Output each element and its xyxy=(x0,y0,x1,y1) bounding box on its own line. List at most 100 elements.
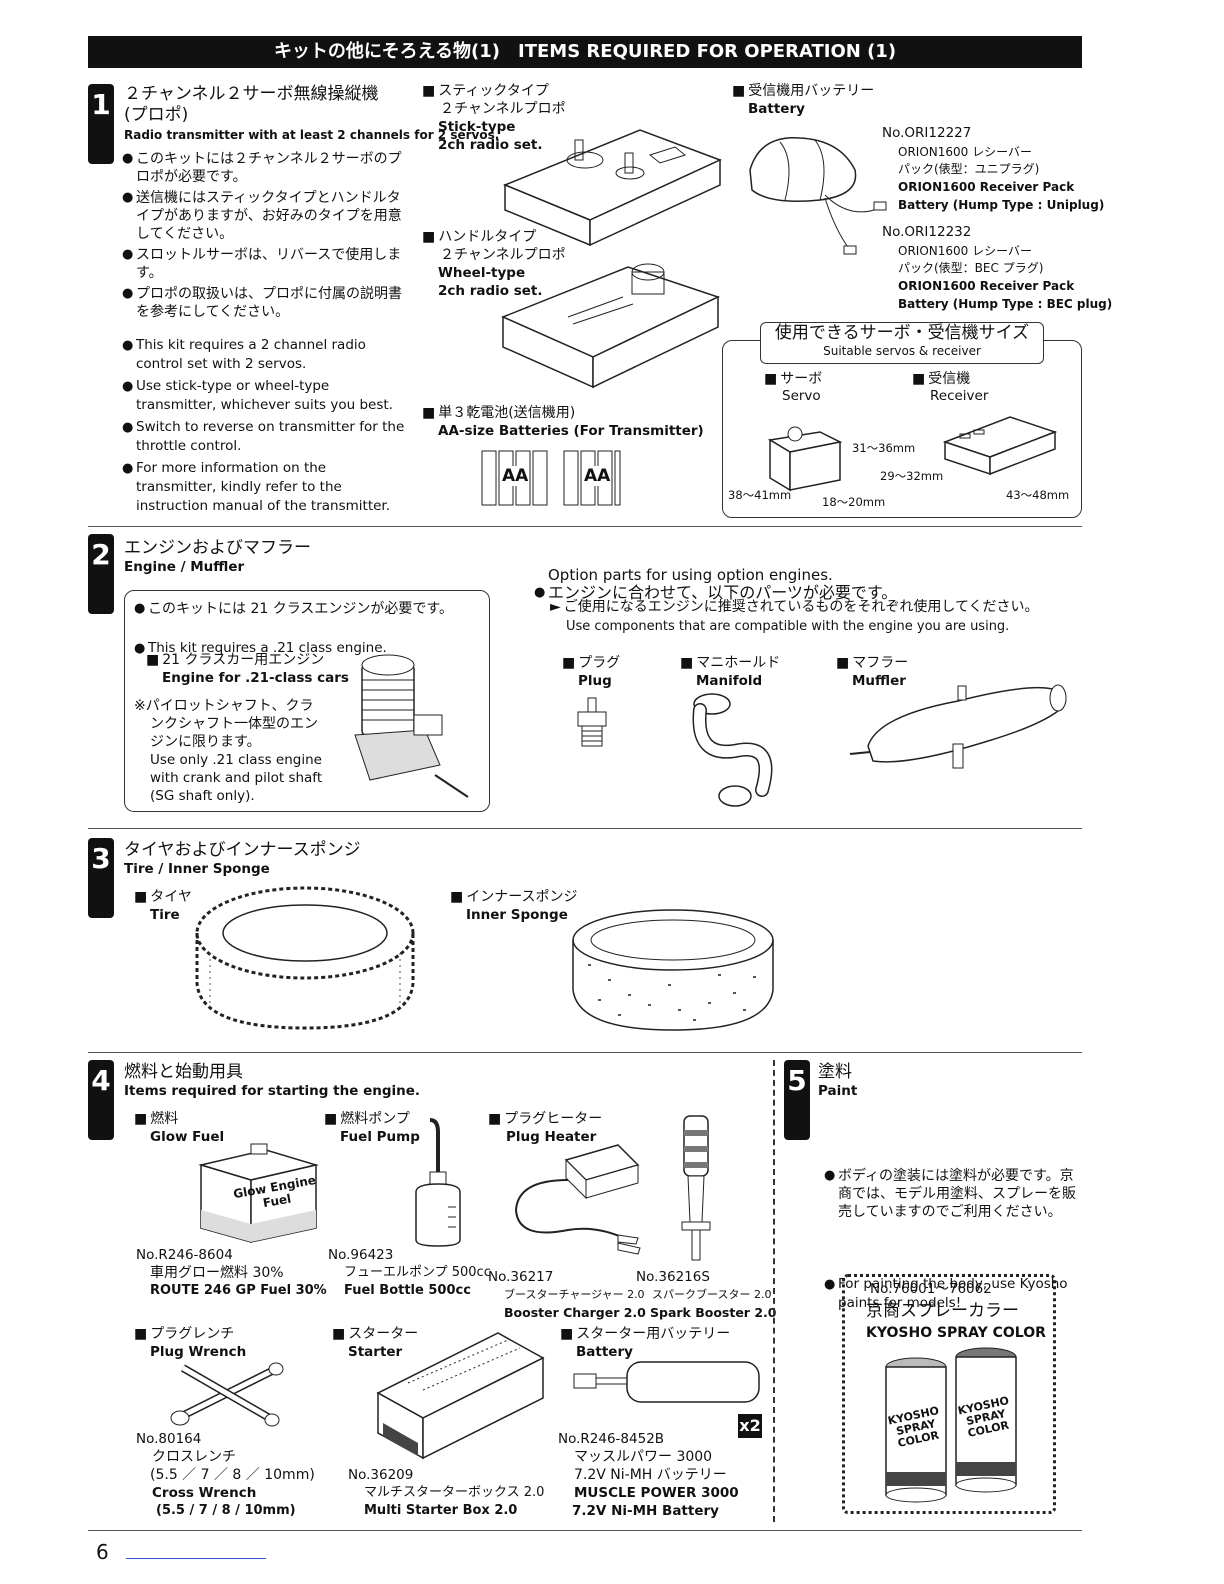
section-number-badge: 3 xyxy=(88,838,114,918)
section-divider xyxy=(88,526,1082,527)
fuel-bottle-illustration xyxy=(408,1112,472,1248)
stick-transmitter-illustration xyxy=(500,125,725,250)
starter-name-jp: マルチスターターボックス 2.0 xyxy=(364,1485,545,1500)
servo-label: サーボ xyxy=(764,370,822,388)
pack1-name-en: ORION1600 Receiver Pack xyxy=(898,180,1075,194)
receiver-battery-label: 受信機用バッテリー xyxy=(732,82,874,100)
wrench-en: Plug Wrench xyxy=(150,1344,247,1360)
note-item: This kit requires a 2 channel radio cont… xyxy=(122,336,410,374)
pack2-name-jp: ORION1600 レシーバー xyxy=(898,244,1032,258)
muffler-en: Muffler xyxy=(852,673,906,689)
starter-battery-en: Battery xyxy=(576,1344,633,1360)
tire-illustration xyxy=(190,878,420,1038)
fuel-name-en: ROUTE 246 GP Fuel 30% xyxy=(150,1283,327,1298)
section-title-en: Engine / Muffler xyxy=(124,559,245,575)
servo-width-dim: 18〜20mm xyxy=(822,495,886,509)
section-divider-vertical xyxy=(773,1060,775,1522)
stick-type-en: Stick-type xyxy=(438,119,516,135)
wheel-transmitter-illustration xyxy=(498,262,723,392)
pack2-type-en: Battery (Hump Type : BEC plug) xyxy=(898,297,1113,311)
starter-battery-type-en: 7.2V Ni-MH Battery xyxy=(572,1503,719,1519)
wrench-name-en: Cross Wrench xyxy=(152,1485,257,1501)
pump-en: Fuel Pump xyxy=(340,1129,420,1145)
wheel-type-sub: ２チャンネルプロポ xyxy=(440,247,566,263)
footer-rule xyxy=(126,1558,266,1559)
starter-number: No.36209 xyxy=(348,1467,414,1483)
note-item: For more information on the transmitter,… xyxy=(122,459,410,516)
aa-battery-illustration xyxy=(480,445,620,507)
charger-name-en: Booster Charger 2.0 xyxy=(504,1305,646,1320)
pack2-number: No.ORI12232 xyxy=(882,224,972,240)
stick-type-en-2: 2ch radio set. xyxy=(438,137,543,153)
starter-name-en: Multi Starter Box 2.0 xyxy=(364,1503,518,1518)
engine-note-en-3: (SG shaft only). xyxy=(150,788,255,804)
quantity-badge: x2 xyxy=(738,1414,762,1438)
pack2-type-jp: パック(俵型：BEC プラグ) xyxy=(898,261,1044,275)
charger-number: No.36217 xyxy=(488,1269,554,1285)
charger-name-jp: ブースターチャージャー 2.0 xyxy=(504,1288,645,1301)
recommend-en: Use components that are compatible with … xyxy=(566,619,1010,634)
spray-name-jp: 京商スプレーカラー xyxy=(866,1301,1019,1321)
aa-battery-label: 単３乾電池(送信機用) xyxy=(422,404,575,422)
fuel-can-illustration xyxy=(196,1140,324,1248)
servo-illustration xyxy=(760,410,850,500)
pack1-name-jp: ORION1600 レシーバー xyxy=(898,145,1032,159)
receiver-illustration xyxy=(940,412,1060,482)
spark-booster-illustration xyxy=(676,1112,716,1264)
page-header: キットの他にそろえる物(1) ITEMS REQUIRED FOR OPERAT… xyxy=(88,36,1082,68)
spray-color-box xyxy=(842,1274,1056,1514)
engine-illustration xyxy=(350,645,475,805)
note-item: 送信機にはスティックタイプとハンドルタイプがありますが、お好みのタイプを用意して… xyxy=(122,189,408,243)
pump-number: No.96423 xyxy=(328,1247,394,1263)
section-title-jp: ２チャンネル２サーボ無線操縦機 xyxy=(124,84,379,104)
sponge-label: インナースポンジ xyxy=(450,888,577,906)
stick-type-label: スティックタイプ xyxy=(422,82,549,100)
section-title-jp: タイヤおよびインナースポンジ xyxy=(124,840,361,860)
section-title-en: Items required for starting the engine. xyxy=(124,1083,421,1099)
page-number: 6 xyxy=(96,1540,109,1564)
section-divider xyxy=(88,1052,1082,1053)
section-title-jp: 燃料と始動用具 xyxy=(124,1062,243,1082)
fuel-en: Glow Fuel xyxy=(150,1129,225,1145)
starter-box-illustration xyxy=(368,1328,548,1464)
recommend-jp: ご使用になるエンジンに推奨されているものをそれぞれ使用してください。 xyxy=(550,598,1039,616)
section-number-badge: 2 xyxy=(88,534,114,614)
spray-number: No.76001〜76062 xyxy=(870,1281,992,1297)
wrench-sizes-jp: (5.5 ／ 7 ／ 8 ／ 10mm) xyxy=(150,1467,315,1483)
servo-height-dim: 31〜36mm xyxy=(852,441,916,455)
tire-en: Tire xyxy=(150,907,180,923)
engine-note-jp-2: ンクシャフト一体型のエン xyxy=(150,716,318,732)
engine-note-en-1: Use only .21 class engine xyxy=(150,752,322,768)
s1-notes-jp: このキットには２チャンネル２サーボのプロポが必要です。 送信機にはスティックタイ… xyxy=(122,150,408,324)
pump-name-jp: フューエルポンプ 500cc xyxy=(344,1265,491,1280)
servo-length-dim: 38〜41mm xyxy=(728,488,792,502)
engine-requirement-jp: このキットには 21 クラスエンジンが必要です。 xyxy=(134,600,484,618)
wrench-label: プラグレンチ xyxy=(134,1325,234,1343)
starter-battery-label: スターター用バッテリー xyxy=(560,1325,730,1343)
muffler-label: マフラー xyxy=(836,654,908,672)
receiver-label: 受信機 xyxy=(912,370,970,388)
receiver-en: Receiver xyxy=(930,388,989,404)
starter-battery-illustration xyxy=(572,1360,764,1406)
heater-en: Plug Heater xyxy=(506,1129,597,1145)
fuel-name-jp: 車用グロー燃料 30% xyxy=(150,1265,284,1281)
note-item: Switch to reverse on transmitter for the… xyxy=(122,418,410,456)
tire-label: タイヤ xyxy=(134,888,192,906)
sponge-en: Inner Sponge xyxy=(466,907,568,923)
engine-label: 21 クラスカー用エンジン xyxy=(146,651,324,669)
spray-cans-illustration xyxy=(880,1342,1020,1502)
muffler-illustration xyxy=(848,676,1078,786)
starter-battery-name-jp: マッスルパワー 3000 xyxy=(574,1449,713,1465)
pack1-number: No.ORI12227 xyxy=(882,125,972,141)
engine-note-jp-1: ※パイロットシャフト、クラ xyxy=(134,698,314,714)
section-title-en: Radio transmitter with at least 2 channe… xyxy=(124,128,500,142)
section-title-jp: 塗料 xyxy=(818,1062,852,1082)
wheel-type-label: ハンドルタイプ xyxy=(422,228,536,246)
starter-battery-number: No.R246-8452B xyxy=(558,1431,665,1447)
wheel-type-en-2: 2ch radio set. xyxy=(438,283,543,299)
engine-requirement-box xyxy=(124,590,490,812)
spray-name-en: KYOSHO SPRAY COLOR xyxy=(866,1325,1046,1341)
aa-text: AA xyxy=(584,466,611,486)
receiver-pack-illustration xyxy=(740,130,890,260)
section-title-en: Paint xyxy=(818,1083,858,1099)
